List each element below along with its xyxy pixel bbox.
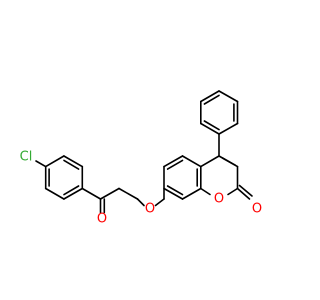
ketone-oxygen-label: O xyxy=(97,212,107,227)
bond xyxy=(200,155,220,168)
ring-oxygen-label: O xyxy=(214,192,224,207)
bond xyxy=(63,185,80,196)
ether-oxygen-label: O xyxy=(145,202,155,217)
bond xyxy=(203,120,220,131)
chlorine-label: Cl xyxy=(20,150,33,165)
lactone-carbonyl-oxygen-atom: O xyxy=(252,202,262,217)
bond xyxy=(163,155,184,168)
bonds-layer xyxy=(35,90,253,214)
bond xyxy=(218,122,239,135)
bond xyxy=(181,155,202,168)
bond xyxy=(200,90,220,103)
bond xyxy=(227,187,239,196)
bond xyxy=(203,94,220,105)
bond xyxy=(44,155,65,168)
molecule-canvas: Cl O O O O xyxy=(19,90,263,227)
atom-labels-layer: Cl O O O O xyxy=(20,150,262,227)
bond xyxy=(200,187,211,196)
bond xyxy=(236,187,251,200)
bond xyxy=(118,187,139,200)
bond xyxy=(81,187,102,200)
bond xyxy=(63,159,80,170)
ring-oxygen-atom: O xyxy=(214,192,224,207)
lactone-carbonyl-oxygen-label: O xyxy=(252,202,262,217)
bond xyxy=(35,160,47,168)
bond xyxy=(181,187,202,200)
bond xyxy=(136,198,145,207)
bond xyxy=(99,187,120,200)
bond xyxy=(44,187,65,200)
bond xyxy=(166,159,184,170)
ether-oxygen-atom: O xyxy=(145,202,155,217)
bond xyxy=(166,185,184,196)
bond xyxy=(221,157,237,167)
bond xyxy=(154,198,165,207)
structure-diagram: Cl O O O O xyxy=(20,90,262,227)
bond xyxy=(63,187,84,200)
bond xyxy=(63,155,84,168)
ketone-oxygen-atom: O xyxy=(97,212,107,227)
bond xyxy=(200,122,220,135)
chlorine-atom: Cl xyxy=(20,150,33,165)
bond xyxy=(238,184,253,197)
bond xyxy=(218,90,239,103)
bond xyxy=(163,187,184,200)
